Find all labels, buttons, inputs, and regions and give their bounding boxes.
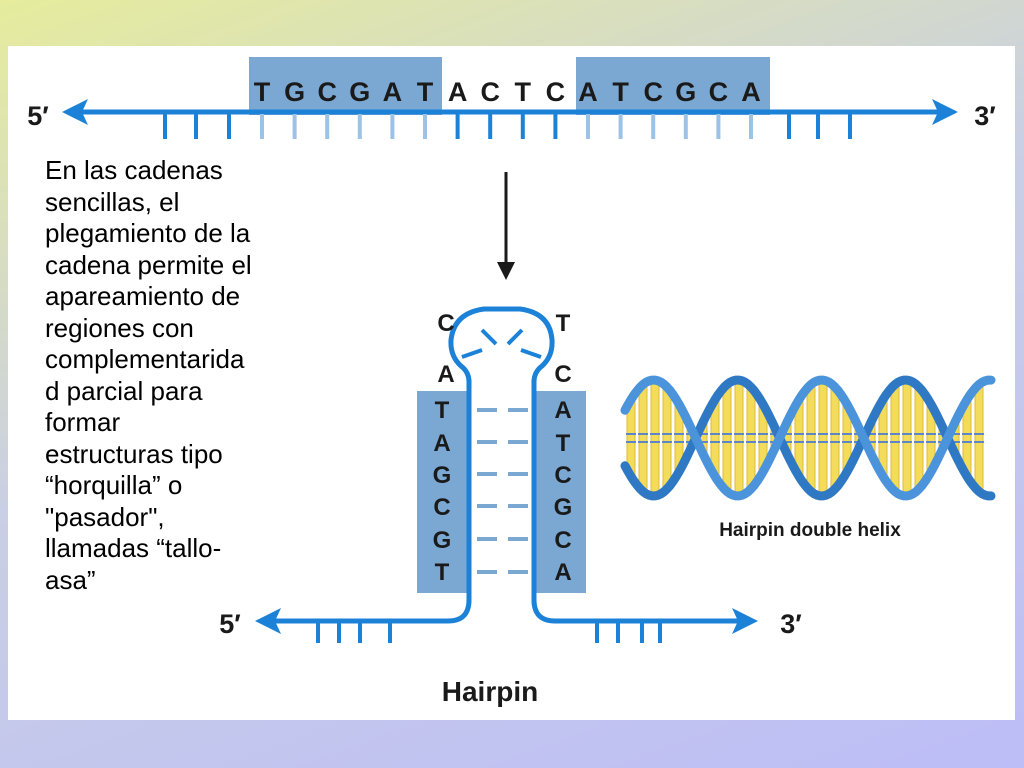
hairpin-double-helix-image: Hairpin double helix [620,375,996,541]
stem-left-base: G [433,527,452,554]
top-base-letter: T [254,77,271,107]
helix-rung [746,386,756,490]
text-line: En las cadenas [45,155,223,185]
text-line: formar [45,407,121,437]
top-arrow-right-icon [932,99,958,125]
stem-left-base: T [435,559,450,586]
down-arrow-icon [497,172,515,280]
helix-rung [806,384,816,492]
hairpin-backbone-left [270,380,472,624]
top-5-prime-label: 5′ [27,101,49,131]
helix-rung [662,386,672,490]
stem-right-box [536,391,586,593]
hairpin-arrow-right-icon [732,608,758,634]
helix-label: Hairpin double helix [719,520,901,541]
top-base-letter: G [349,77,370,107]
hairpin-5-prime-label: 5′ [219,609,241,639]
text-line: d parcial para [45,375,203,406]
helix-rung [818,379,828,497]
helix-rung [902,379,912,497]
helix-strand-a [620,375,996,501]
text-line: plegamiento de la [45,218,251,248]
top-base-letter: T [515,77,532,107]
text-line: llamadas “tallo- [45,533,222,563]
text-line: “horquilla” o [45,470,183,500]
text-line: cadena permite el [45,249,252,280]
stem-right-base: A [554,397,571,424]
stem-right-base: G [554,494,573,521]
helix-strand-b [620,375,996,501]
helix-rung [650,379,660,497]
top-base-letter: C [317,77,337,107]
top-base-letter: C [709,77,729,107]
highlight-box-right [576,57,770,115]
slide-panel [8,46,1015,720]
top-base-letter: C [546,77,566,107]
text-line: estructuras tipo [45,438,223,469]
top-base-letter: A [383,77,403,107]
top-base-letter: G [284,77,305,107]
stem-right-base: C [554,462,571,489]
text-line: sencillas, el [45,186,180,217]
top-base-letter: C [643,77,663,107]
helix-rung [734,379,744,497]
helix-rung [638,384,648,492]
loop-base-a: A [437,361,454,388]
helix-rung [974,384,984,492]
top-ticks [163,114,852,139]
loop-bases [461,328,542,359]
top-base-letter: A [578,77,598,107]
loop-base-t: T [556,310,571,337]
hairpin-label: Hairpin [442,676,538,707]
top-arrow-left-icon [62,99,88,125]
hairpin-loop [448,306,555,383]
top-base-letter: A [448,77,468,107]
highlight-box-left [249,57,442,115]
top-base-letter: G [675,77,696,107]
stem-left-base: G [433,462,452,489]
helix-rung [914,386,924,490]
helix-rung [722,384,732,492]
text-line: asa” [45,564,96,595]
base-pair-dashes [477,408,528,574]
text-line: complementarida [45,344,245,374]
stem-left-box [417,391,467,593]
top-base-letter: C [480,77,500,107]
loop-base-c2: C [554,361,571,388]
top-base-letter: T [417,77,434,107]
text-line: apareamiento de [45,281,241,311]
stem-left-base: T [435,397,450,424]
loop-base-c: C [437,310,454,337]
hairpin-backbone-right [531,380,740,624]
stem-right-base: A [554,559,571,586]
text-line: regiones con [45,312,194,343]
text-line: "pasador", [45,501,165,532]
hairpin-ticks [316,622,662,643]
helix-rung [830,386,840,490]
stem-left-base: C [433,494,450,521]
stem-right-base: C [554,527,571,554]
hairpin-3-prime-label: 3′ [780,609,802,639]
hairpin-arrow-left-icon [255,608,281,634]
top-base-letter: T [612,77,629,107]
top-base-letter: A [741,77,761,107]
stem-right-base: T [556,430,571,457]
explanation-text: En las cadenas sencillas, el plegamiento… [45,155,295,596]
top-3-prime-label: 3′ [974,101,996,131]
stem-left-base: A [433,430,450,457]
helix-rung [890,384,900,492]
